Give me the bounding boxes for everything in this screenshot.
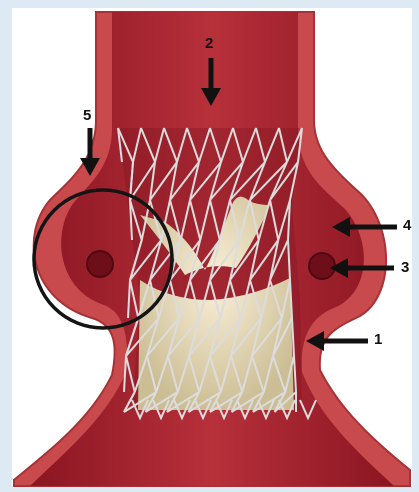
right-coronary-ostium [309,253,335,279]
label-4: 4 [403,218,411,233]
label-1: 1 [374,332,382,347]
label-5: 5 [83,108,91,123]
label-3: 3 [401,260,409,275]
left-coronary-ostium [87,251,113,277]
label-2: 2 [205,36,213,51]
